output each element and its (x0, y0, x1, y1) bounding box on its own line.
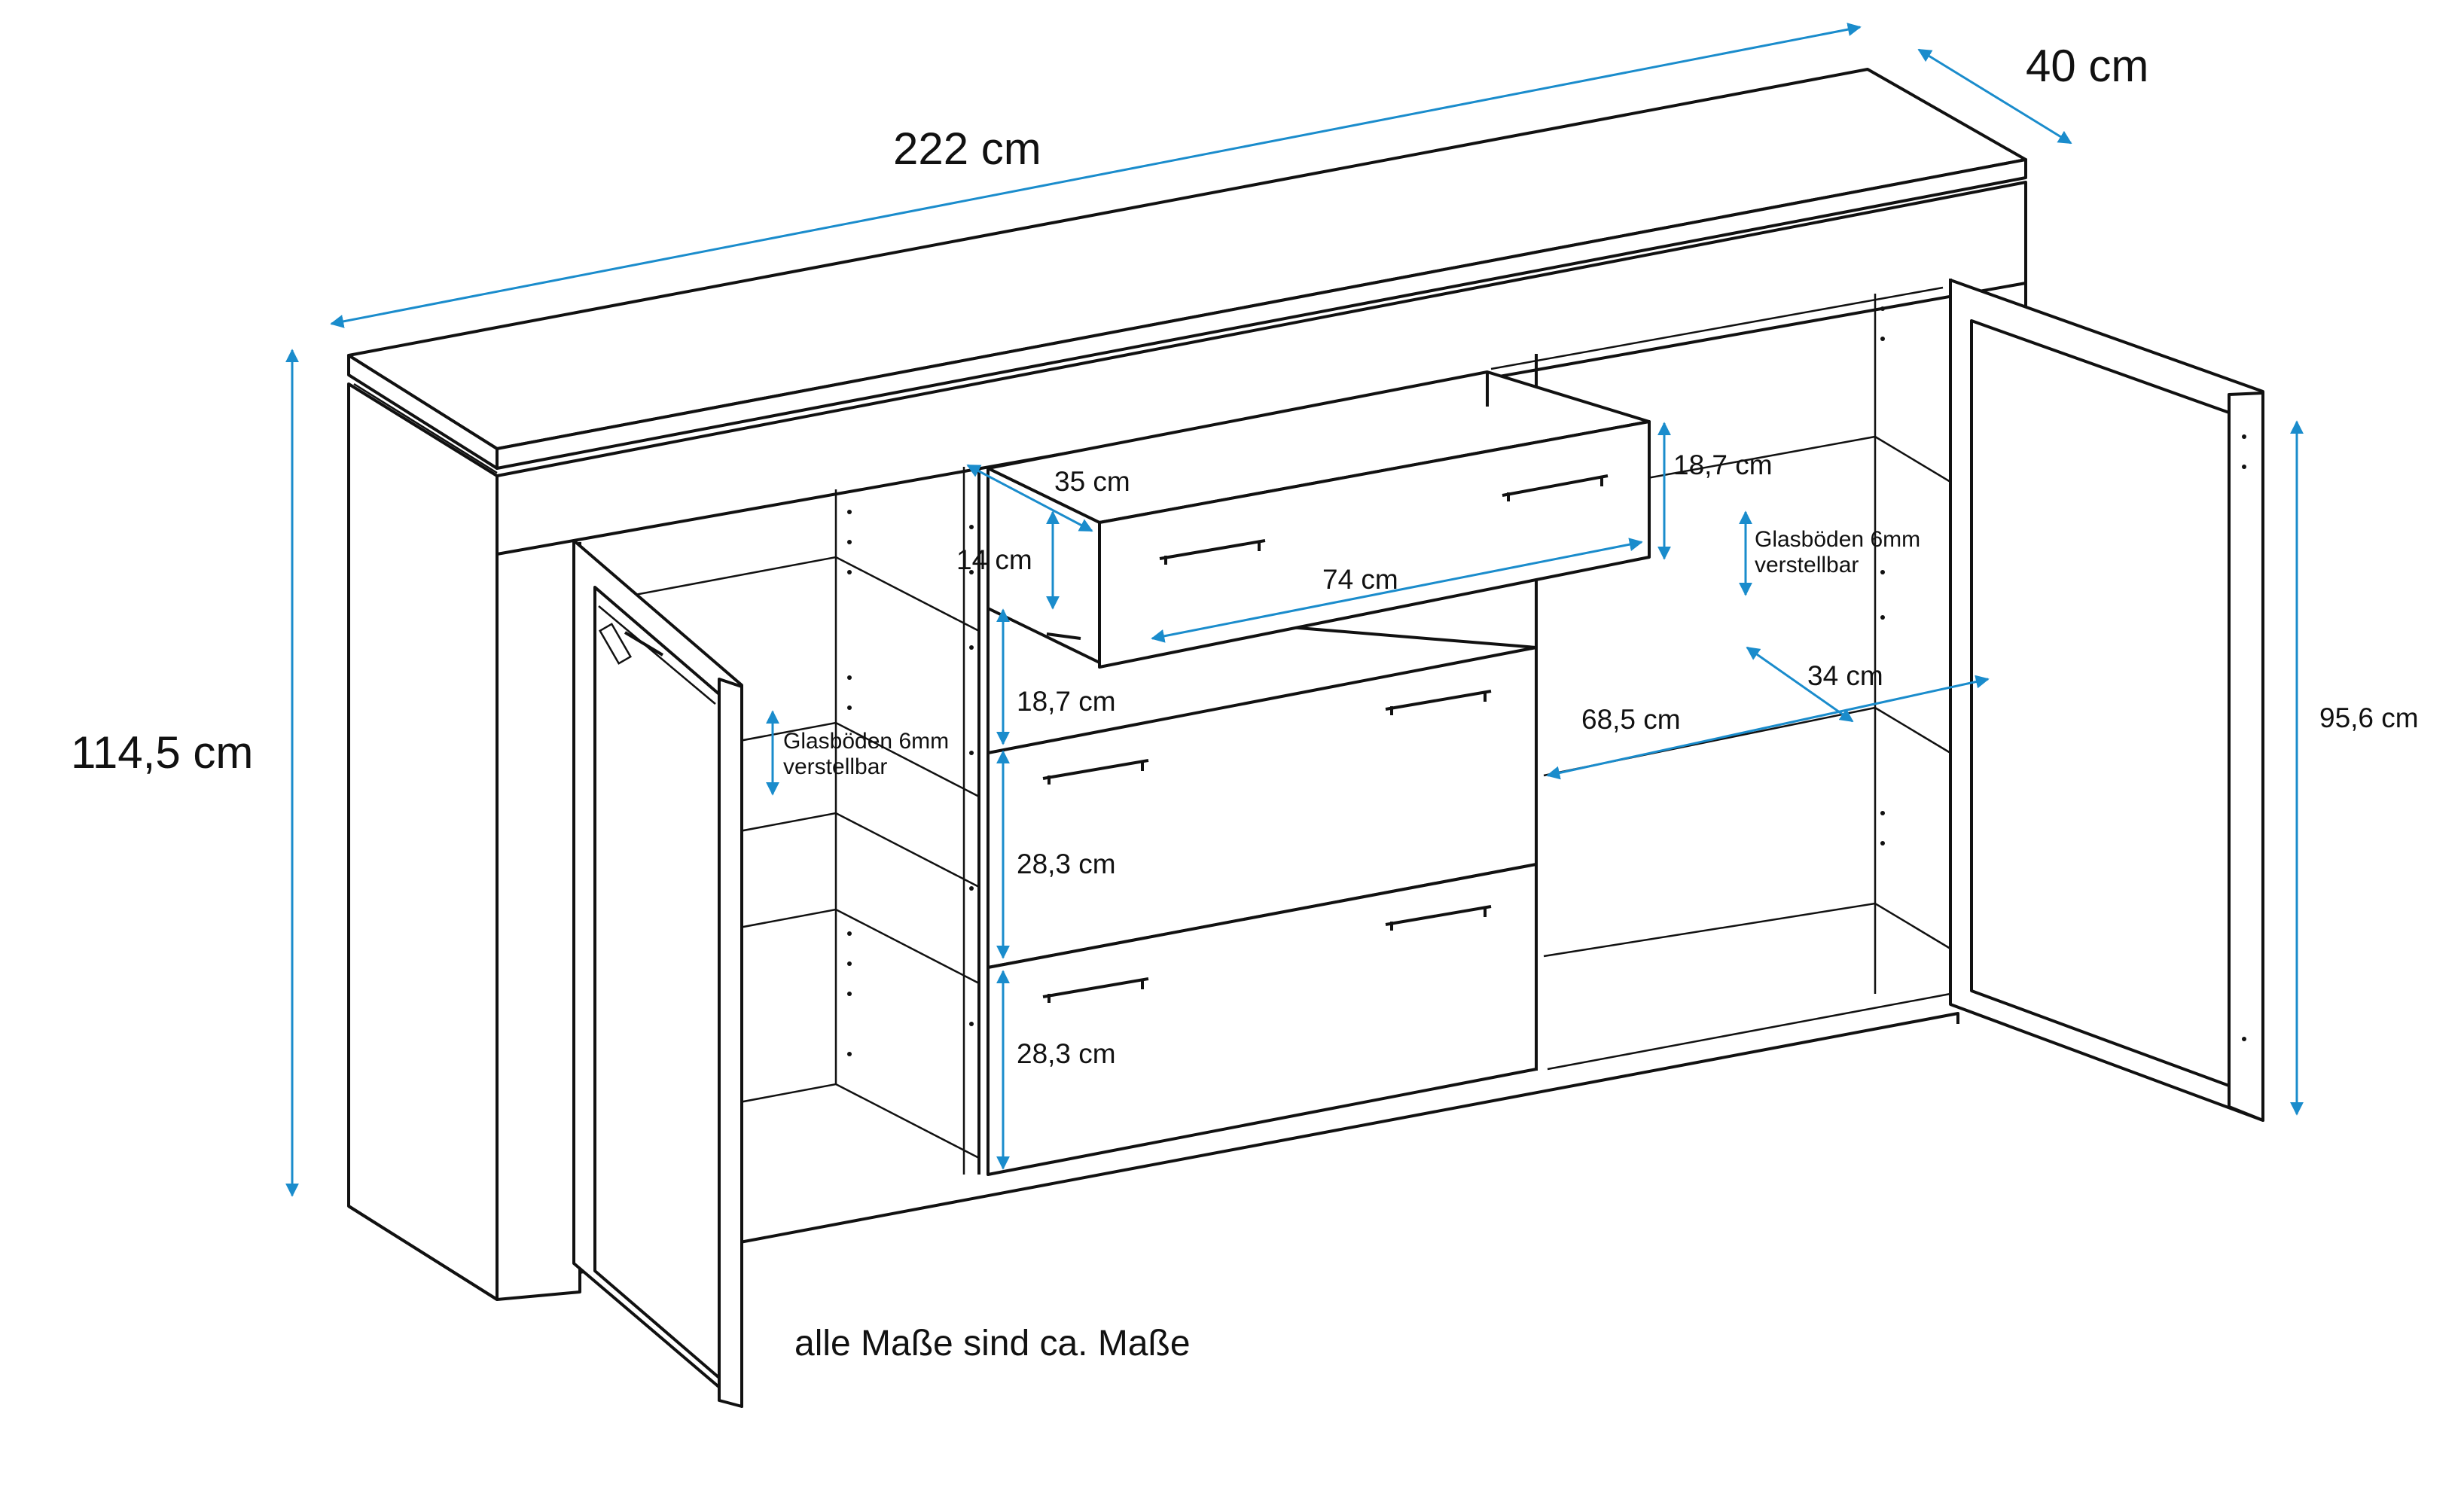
dimension-labels: 222 cm 40 cm 114,5 cm 95,6 cm 35 cm 14 c… (71, 41, 2419, 1069)
shelf-pin-holes (847, 306, 2246, 1056)
height-label: 114,5 cm (71, 727, 253, 778)
shelf-notes: Glasböden 6mm verstellbar Glasböden 6mm … (783, 527, 1920, 779)
drawer-depth-label: 35 cm (1054, 466, 1130, 497)
door-height-label: 95,6 cm (2319, 702, 2419, 733)
drawer-width-label: 74 cm (1322, 564, 1398, 595)
right-shelf-depth-label: 34 cm (1807, 660, 1883, 691)
top-drawer-height-left-label: 18,7 cm (1017, 686, 1116, 717)
right-shelf-note-line1: Glasböden 6mm (1755, 527, 1920, 552)
drawer-inner-height-label: 14 cm (956, 544, 1032, 575)
depth-label: 40 cm (2026, 41, 2148, 91)
dimension-lines (285, 23, 2304, 1197)
width-label: 222 cm (893, 123, 1041, 174)
left-shelf-note-line2: verstellbar (783, 754, 887, 779)
footnote: alle Maße sind ca. Maße (794, 1324, 1191, 1364)
right-shelf-note-line2: verstellbar (1755, 553, 1859, 577)
bottom-drawer-height-label: 28,3 cm (1017, 1038, 1116, 1069)
right-shelf-width-label: 68,5 cm (1581, 704, 1681, 735)
top-drawer-height-right-label: 18,7 cm (1673, 449, 1773, 480)
middle-drawer-height-label: 28,3 cm (1017, 849, 1116, 879)
left-shelf-note-line1: Glasböden 6mm (783, 729, 949, 754)
